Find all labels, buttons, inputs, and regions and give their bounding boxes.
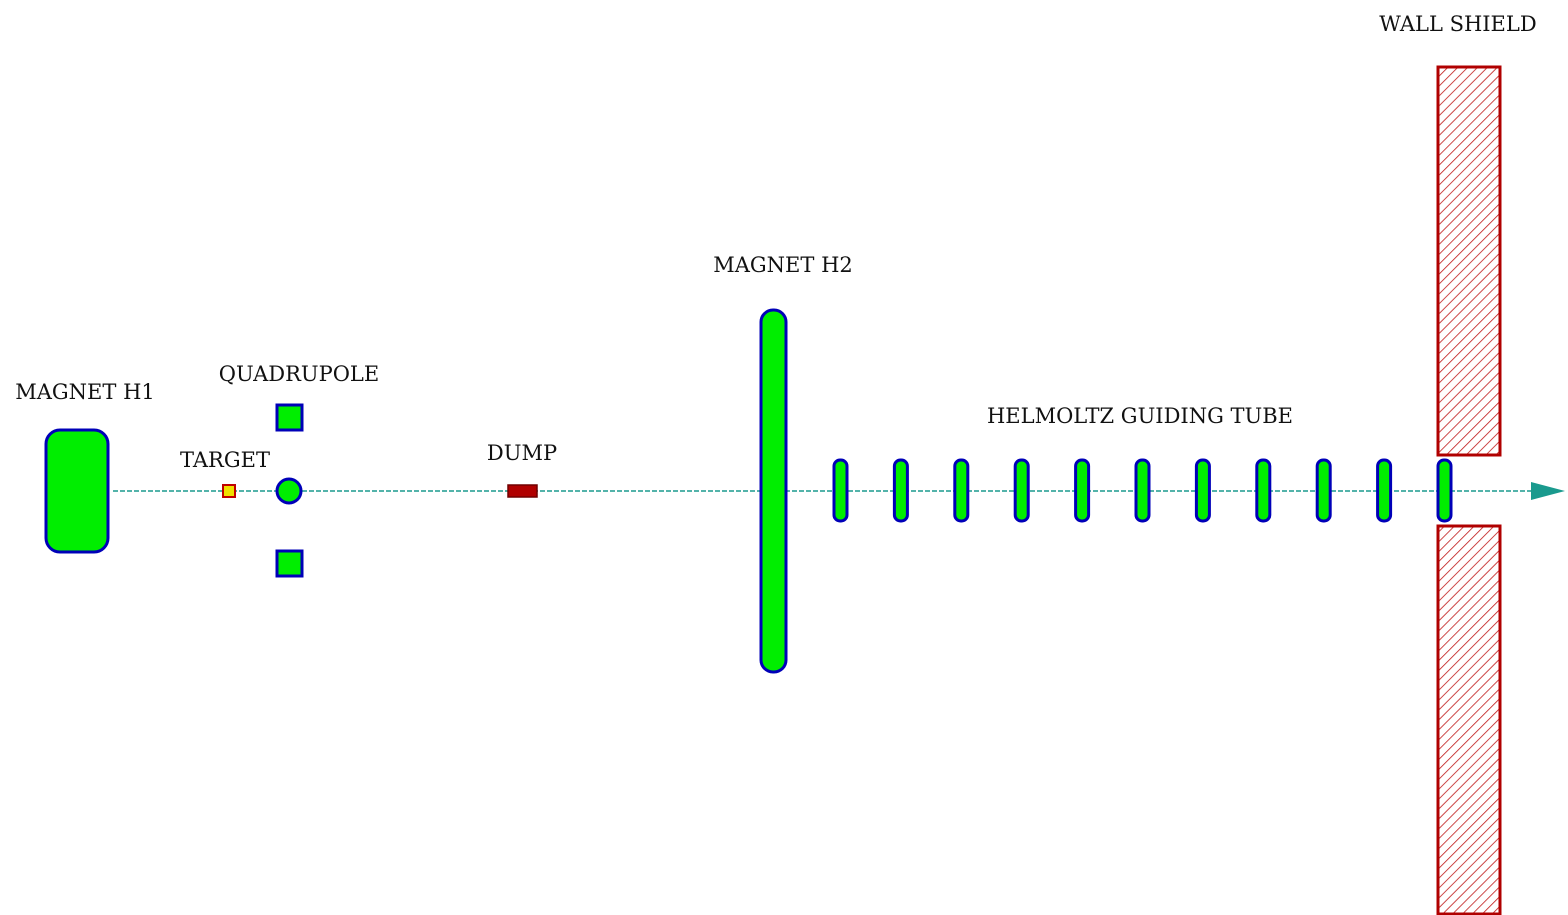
helmoltz-coil [1013,458,1030,523]
helmoltz-coil [832,458,849,523]
magnet-h2-label: MAGNET H2 [713,253,853,277]
beam-direction-arrow [1531,482,1565,500]
magnet-h2 [759,308,788,674]
magnet-h1 [44,428,110,554]
helmoltz-coil [1134,458,1151,523]
helmoltz-coil [1074,458,1091,523]
quadrupole-label: QUADRUPOLE [219,362,379,386]
dump-label: DUMP [487,441,557,465]
quadrupole-upper-magnet [275,403,304,432]
target [222,484,236,498]
dump [507,484,538,498]
helmoltz-coil [1436,458,1453,523]
quadrupole-lower-magnet [275,549,304,578]
wall-shield-label: WALL SHIELD [1379,12,1536,36]
quadrupole-center [275,477,303,505]
helmoltz-coil [1255,458,1272,523]
helmoltz-coil [892,458,909,523]
helmoltz-coil [1376,458,1393,523]
wall-shield-lower [1436,524,1502,915]
helmoltz-coil [1194,458,1211,523]
wall-shield-upper [1436,65,1502,457]
helmoltz-coil [1315,458,1332,523]
magnet-h1-label: MAGNET H1 [15,380,155,404]
target-label: TARGET [180,448,270,472]
helmoltz-guiding-tube [832,458,1453,523]
helmoltz-guiding-tube-label: HELMOLTZ GUIDING TUBE [987,404,1293,428]
helmoltz-coil [953,458,970,523]
